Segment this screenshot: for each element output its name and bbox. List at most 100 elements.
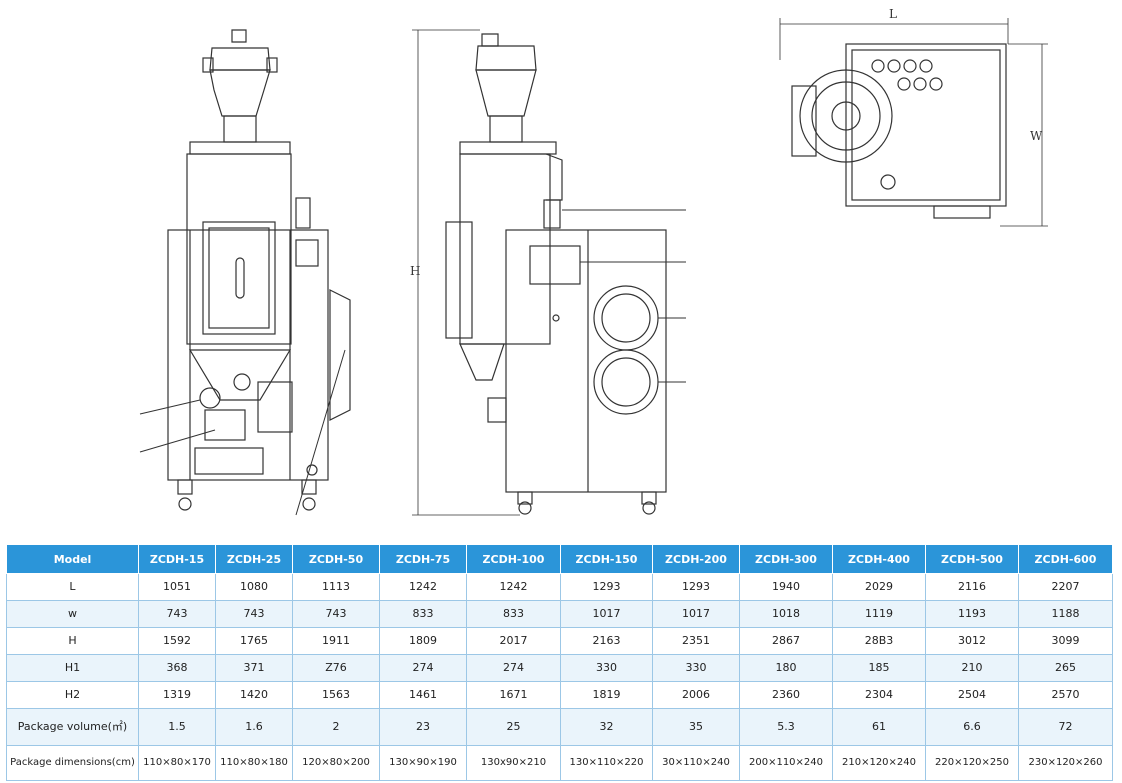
table-cell: 2504: [925, 681, 1019, 709]
header-model-column: ZCDH-300: [739, 544, 833, 574]
table-cell: 185: [832, 654, 926, 682]
table-cell: 1592: [138, 627, 216, 655]
table-cell: 1809: [379, 627, 467, 655]
table-cell: 210: [925, 654, 1019, 682]
table-cell: 1119: [832, 600, 926, 628]
table-cell: 2017: [466, 627, 561, 655]
table-cell: 1940: [739, 573, 833, 601]
table-cell: 1242: [379, 573, 467, 601]
table-cell: 1819: [560, 681, 653, 709]
table-cell: 1018: [739, 600, 833, 628]
table-cell: 110×80×180: [215, 745, 293, 781]
row-label: H2: [6, 681, 139, 709]
height-dimension-label: H: [410, 264, 420, 278]
width-dimension-label: W: [1030, 129, 1043, 143]
table-cell: 833: [466, 600, 561, 628]
table-cell: 1671: [466, 681, 561, 709]
table-cell: 1293: [560, 573, 653, 601]
table-cell: 1319: [138, 681, 216, 709]
table-cell: 2163: [560, 627, 653, 655]
table-cell: 2351: [652, 627, 740, 655]
table-cell: 1765: [215, 627, 293, 655]
table-cell: 2: [292, 708, 380, 746]
row-label: H1: [6, 654, 139, 682]
row-label: w: [6, 600, 139, 628]
table-cell: 1193: [925, 600, 1019, 628]
table-cell: 72: [1018, 708, 1113, 746]
table-cell: 2207: [1018, 573, 1113, 601]
table-cell: 3012: [925, 627, 1019, 655]
row-label: H: [6, 627, 139, 655]
table-cell: 120×80×200: [292, 745, 380, 781]
table-cell: 1420: [215, 681, 293, 709]
row-label: Package volume(㎡): [6, 708, 139, 746]
header-model-column: ZCDH-600: [1018, 544, 1113, 574]
table-cell: 368: [138, 654, 216, 682]
table-cell: 743: [138, 600, 216, 628]
header-model-column: ZCDH-25: [215, 544, 293, 574]
table-cell: 3099: [1018, 627, 1113, 655]
row-label: Package dimensions(cm): [6, 745, 139, 781]
header-model-column: ZCDH-150: [560, 544, 653, 574]
table-cell: 274: [466, 654, 561, 682]
header-model-column: ZCDH-15: [138, 544, 216, 574]
table-cell: 743: [215, 600, 293, 628]
top-view-drawing: [779, 18, 1048, 227]
table-cell: 274: [379, 654, 467, 682]
header-model-column: ZCDH-500: [925, 544, 1019, 574]
table-cell: 330: [652, 654, 740, 682]
table-cell: 180: [739, 654, 833, 682]
table-cell: 230×120×260: [1018, 745, 1113, 781]
table-cell: 1.5: [138, 708, 216, 746]
table-cell: 1080: [215, 573, 293, 601]
table-cell: 1242: [466, 573, 561, 601]
table-cell: 2304: [832, 681, 926, 709]
table-cell: 2570: [1018, 681, 1113, 709]
header-model-column: ZCDH-75: [379, 544, 467, 574]
table-cell: 330: [560, 654, 653, 682]
table-cell: 25: [466, 708, 561, 746]
table-cell: 2116: [925, 573, 1019, 601]
table-cell: 833: [379, 600, 467, 628]
table-cell: 1563: [292, 681, 380, 709]
table-cell: 5.3: [739, 708, 833, 746]
header-model-column: ZCDH-200: [652, 544, 740, 574]
table-cell: 35: [652, 708, 740, 746]
table-cell: 1051: [138, 573, 216, 601]
table-cell: 28B3: [832, 627, 926, 655]
side-view-drawing: [412, 29, 686, 516]
table-cell: 2360: [739, 681, 833, 709]
table-cell: 265: [1018, 654, 1113, 682]
table-cell: 743: [292, 600, 380, 628]
table-cell: 30×110×240: [652, 745, 740, 781]
header-model-column: ZCDH-100: [466, 544, 561, 574]
header-model-column: ZCDH-50: [292, 544, 380, 574]
table-cell: 1.6: [215, 708, 293, 746]
table-cell: 1113: [292, 573, 380, 601]
table-cell: 130×90×190: [379, 745, 467, 781]
table-cell: 6.6: [925, 708, 1019, 746]
table-cell: 2867: [739, 627, 833, 655]
front-view-drawing: [139, 29, 351, 516]
table-cell: 1461: [379, 681, 467, 709]
table-cell: 1017: [652, 600, 740, 628]
table-cell: Z76: [292, 654, 380, 682]
length-dimension-label: L: [889, 7, 897, 21]
row-label: L: [6, 573, 139, 601]
technical-drawings: H L W: [139, 7, 1048, 516]
table-cell: 130x90×210: [466, 745, 561, 781]
table-cell: 1188: [1018, 600, 1113, 628]
table-cell: 1293: [652, 573, 740, 601]
table-cell: 220×120×250: [925, 745, 1019, 781]
table-cell: 2006: [652, 681, 740, 709]
header-model: Model: [6, 544, 139, 574]
table-cell: 1017: [560, 600, 653, 628]
table-cell: 210×120×240: [832, 745, 926, 781]
